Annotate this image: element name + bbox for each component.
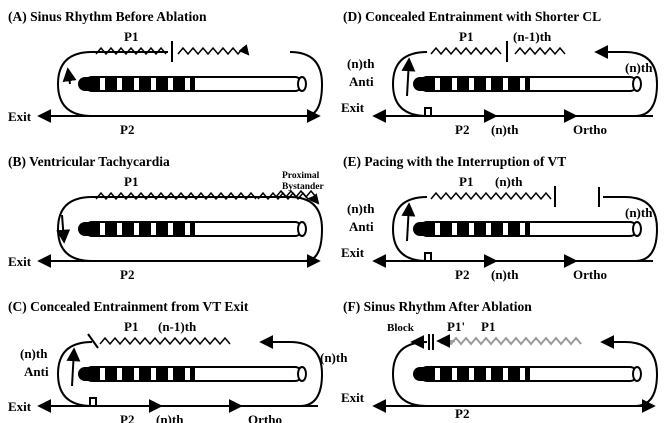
panel-f-exit-label: Exit bbox=[341, 390, 365, 405]
panel-c-p2-pacing-line bbox=[37, 397, 318, 413]
panel-d-p1-label: P1 bbox=[459, 29, 473, 44]
panel-d-p2-pacing-line bbox=[372, 107, 653, 123]
panel-d-exit-label: Exit bbox=[341, 100, 365, 115]
panel-c-p1-label: P1 bbox=[124, 319, 138, 334]
panel-c-loop bbox=[56, 341, 305, 407]
panel-a-circuit-tube bbox=[77, 76, 307, 92]
panel-e-mid-order: (n)th bbox=[491, 267, 519, 282]
panel-e-p1-order: (n)th bbox=[495, 174, 523, 189]
panel-e-loop bbox=[391, 196, 640, 262]
panel-e: (E) Pacing with the Interruption of VT P… bbox=[341, 154, 659, 282]
panel-e-p2-label: P2 bbox=[455, 267, 469, 282]
panel-e-right-order: (n)th bbox=[625, 205, 653, 220]
panel-f-p1-label: P1 bbox=[481, 319, 495, 334]
panel-a-left-arrow bbox=[62, 67, 77, 85]
panel-d-p1-wave-right bbox=[514, 46, 566, 56]
panel-a-exit-label: Exit bbox=[8, 109, 32, 124]
panel-e-p1-wave bbox=[430, 191, 552, 201]
panel-c-title: (C) Concealed Entrainment from VT Exit bbox=[8, 299, 249, 314]
panel-c-p2-label: P2 bbox=[120, 412, 134, 423]
panel-d-p1-order: (n-1)th bbox=[513, 29, 552, 44]
panel-a: (A) Sinus Rhythm Before Ablation P1 Exit… bbox=[8, 9, 324, 137]
panel-f-p1-prime-label: P1' bbox=[447, 319, 465, 334]
panel-c-anti-label: Anti bbox=[24, 364, 49, 379]
panel-b-left-arrow bbox=[56, 214, 71, 244]
panel-d-ortho-return bbox=[594, 45, 659, 117]
panel-e-exit-label: Exit bbox=[341, 245, 365, 260]
panel-e-ortho-return bbox=[603, 196, 659, 262]
panel-d-loop bbox=[391, 51, 640, 117]
panel-d-anti-label: Anti bbox=[349, 74, 374, 89]
panel-a-p1-wave-right bbox=[177, 44, 250, 56]
panel-c-anti-arrow bbox=[66, 347, 81, 387]
panel-a-p1-label: P1 bbox=[124, 29, 138, 44]
panel-d-title: (D) Concealed Entrainment with Shorter C… bbox=[343, 9, 601, 24]
panel-c-right-order: (n)th bbox=[320, 350, 348, 365]
panel-f-p1-grey-wave bbox=[440, 336, 582, 346]
panel-c-p1-order: (n-1)th bbox=[158, 319, 197, 334]
panel-d-mid-order: (n)th bbox=[491, 122, 519, 137]
panel-b-bystander-line1: Proximal bbox=[282, 171, 320, 181]
panel-e-title: (E) Pacing with the Interruption of VT bbox=[343, 154, 566, 169]
panel-c: (C) Concealed Entrainment from VT Exit P… bbox=[8, 299, 348, 423]
panel-b-p1-wave bbox=[95, 191, 257, 201]
panel-e-ortho-label: Ortho bbox=[573, 267, 607, 282]
panel-b-bystander-line2: Bystander bbox=[282, 182, 324, 192]
panel-d-anti-arrow bbox=[401, 57, 416, 97]
panel-b-reentry-wave bbox=[257, 191, 320, 205]
panel-f-block-label: Block bbox=[387, 322, 415, 334]
panel-c-exit-label: Exit bbox=[8, 399, 32, 414]
panel-e-anti-label: Anti bbox=[349, 219, 374, 234]
panel-f-title: (F) Sinus Rhythm After Ablation bbox=[343, 299, 532, 314]
panel-e-p2-pacing-line bbox=[372, 252, 653, 268]
panel-e-anti-order: (n)th bbox=[347, 201, 375, 216]
panel-d-anti-order: (n)th bbox=[347, 56, 375, 71]
panel-c-ortho-label: Ortho bbox=[248, 412, 282, 423]
panel-a-p1-wave-left bbox=[95, 46, 167, 56]
panel-c-mid-order: (n)th bbox=[156, 412, 184, 423]
panel-d-ortho-label: Ortho bbox=[573, 122, 607, 137]
panel-e-anti-arrow bbox=[401, 202, 416, 242]
panel-b-p2-label: P2 bbox=[120, 267, 134, 282]
panel-c-collision-mark bbox=[87, 333, 99, 349]
panel-e-p1-label: P1 bbox=[459, 174, 473, 189]
panel-b-exit-label: Exit bbox=[8, 254, 32, 269]
panel-a-title: (A) Sinus Rhythm Before Ablation bbox=[8, 9, 207, 24]
panel-c-ortho-return bbox=[259, 335, 324, 407]
panel-f-p2-label: P2 bbox=[455, 406, 469, 421]
panel-f: (F) Sinus Rhythm After Ablation Block P1… bbox=[341, 299, 659, 421]
panel-b-title: (B) Ventricular Tachycardia bbox=[8, 154, 170, 169]
panel-d-p1-wave-left bbox=[430, 46, 502, 56]
panel-c-p1-wave bbox=[99, 336, 231, 346]
panel-b-p1-label: P1 bbox=[124, 174, 138, 189]
panel-a-p2-label: P2 bbox=[120, 122, 134, 137]
panel-d-right-order: (n)th bbox=[625, 60, 653, 75]
panel-c-anti-order: (n)th bbox=[20, 346, 48, 361]
panel-b: (B) Ventricular Tachycardia P1 Proximal … bbox=[8, 154, 324, 282]
panel-d-p2-label: P2 bbox=[455, 122, 469, 137]
panel-d: (D) Concealed Entrainment with Shorter C… bbox=[341, 9, 659, 137]
